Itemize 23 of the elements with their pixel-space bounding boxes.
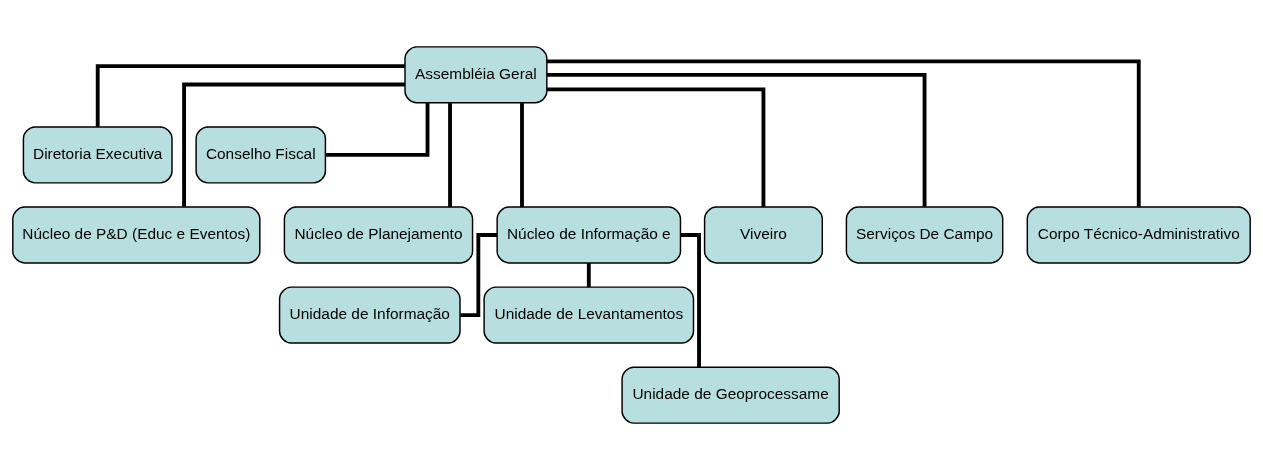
connector xyxy=(448,103,452,207)
node-box: Diretoria Executiva xyxy=(22,126,173,184)
node-box: Viveiro xyxy=(703,206,823,264)
node-box: Unidade de Geoprocessame xyxy=(621,366,840,424)
node-box: Núcleo de P&D (Educ e Eventos) xyxy=(12,206,261,264)
connector xyxy=(182,82,405,207)
connector xyxy=(547,72,927,207)
node-box: Corpo Técnico-Administrativo xyxy=(1026,206,1251,264)
connector xyxy=(546,59,1141,207)
node-box: Unidade de Informação xyxy=(278,286,461,344)
node-box: Núcleo de Planejamento xyxy=(283,206,474,264)
connector xyxy=(520,103,524,207)
node-box: Assembléia Geral xyxy=(404,46,548,104)
connector xyxy=(95,64,405,127)
connector xyxy=(325,102,430,157)
node-box: Núcleo de Informação e xyxy=(496,206,682,264)
connector xyxy=(586,263,591,287)
connector xyxy=(547,87,766,207)
connector xyxy=(460,233,498,317)
node-box: Conselho Fiscal xyxy=(195,126,327,184)
node-box: Serviços De Campo xyxy=(845,206,1004,264)
node-box: Unidade de Levantamentos xyxy=(483,286,695,344)
connector xyxy=(680,233,701,367)
